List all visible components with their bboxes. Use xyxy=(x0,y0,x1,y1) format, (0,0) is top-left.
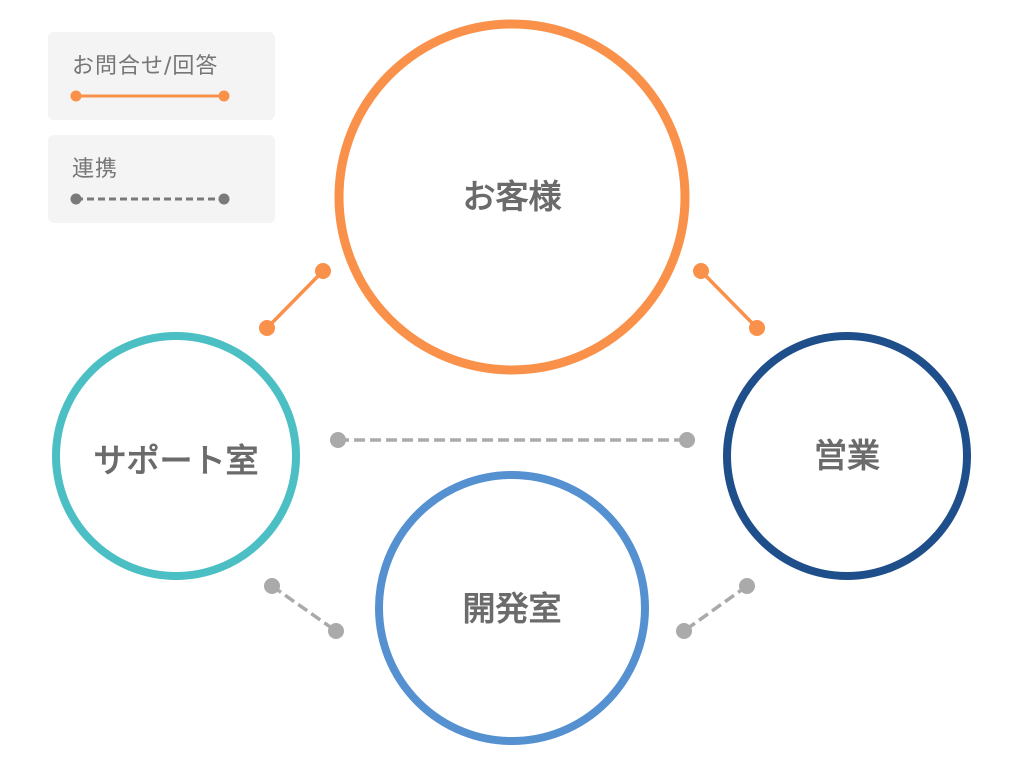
legend-cooperation-line xyxy=(70,193,230,205)
node-support-label: サポート室 xyxy=(94,441,259,480)
legend-cooperation: 連携 xyxy=(48,135,275,223)
node-sales: 営業 xyxy=(723,332,971,580)
connector-support-development xyxy=(264,578,344,639)
legend-inquiry: お問合せ/回答 xyxy=(48,32,275,120)
connector-sales-development xyxy=(676,578,755,639)
node-customer: お客様 xyxy=(334,19,690,375)
connector-customer-support xyxy=(259,263,331,336)
legend-inquiry-label: お問合せ/回答 xyxy=(72,54,219,79)
connector-customer-sales xyxy=(693,263,765,336)
legend-inquiry-line xyxy=(70,90,230,102)
connector-support-sales xyxy=(330,432,695,448)
legend-cooperation-label: 連携 xyxy=(72,157,119,182)
node-support: サポート室 xyxy=(52,332,300,580)
node-development-label: 開発室 xyxy=(463,589,562,628)
node-sales-label: 営業 xyxy=(814,436,880,475)
node-customer-label: お客様 xyxy=(463,177,563,216)
node-development: 開発室 xyxy=(375,471,649,745)
